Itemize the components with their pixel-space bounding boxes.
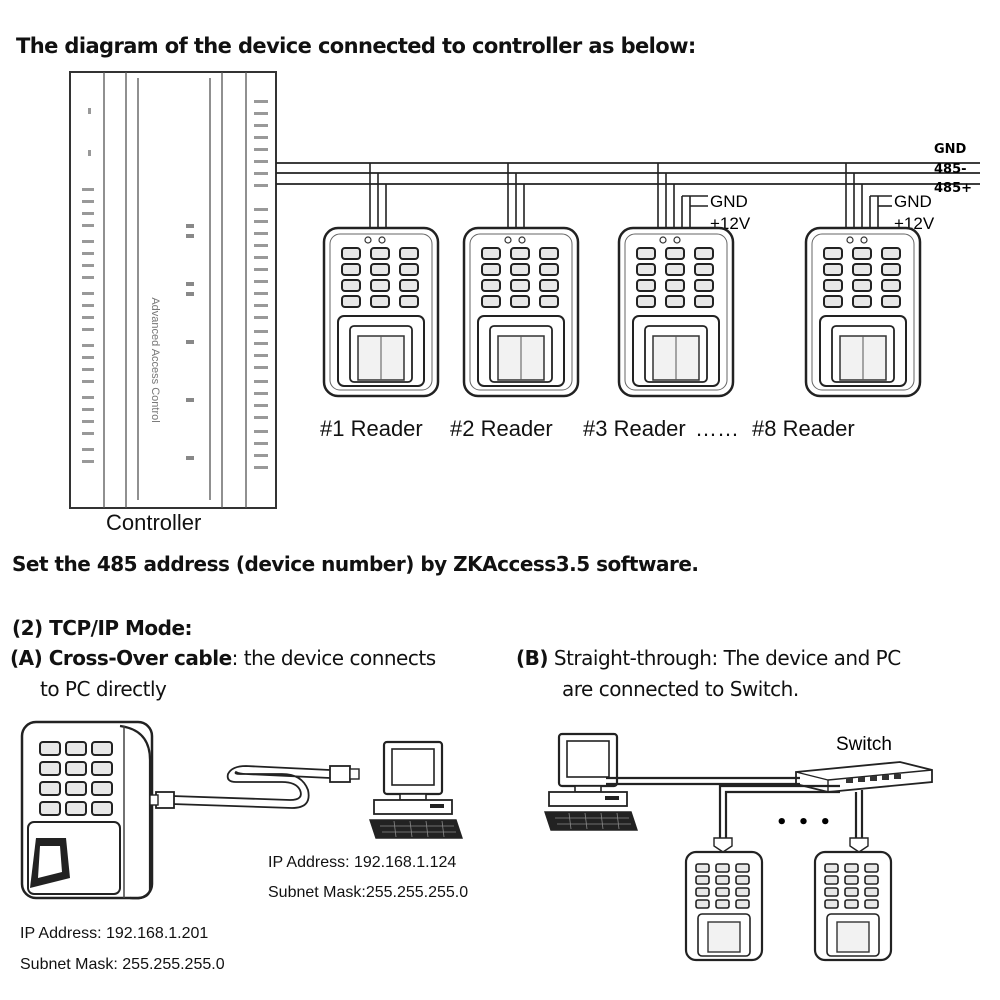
diagram-title: The diagram of the device connected to c… [16,34,696,58]
cable-connectors [713,837,869,853]
switch-reader-1 [684,850,764,962]
bus-label-485-neg: 485- [934,162,967,177]
pc-direct-icon [368,740,464,840]
reader-drop-wires [369,163,892,228]
reader-1-caption: #1 Reader [320,416,423,441]
reader-8 [804,226,922,398]
crossover-description: (A) Cross-Over cable: the device connect… [10,646,436,670]
reader-3 [617,226,735,398]
rs485-bus [276,162,980,185]
controller-side-text: Advanced Access Control [149,297,161,422]
more-devices-ellipsis: • • • [776,812,833,833]
pc-ip-address: IP Address: 192.168.1.124 [268,854,457,871]
reader-3-caption: #3 Reader [583,416,686,441]
reader-2 [462,226,580,398]
tcp-heading: (2) TCP/IP Mode: [12,616,193,640]
pc-subnet-mask: Subnet Mask:255.255.255.0 [268,884,469,901]
crossover-text-2: to PC directly [40,677,167,701]
standalone-reader [20,720,154,900]
device-subnet-mask: Subnet Mask: 255.255.255.0 [20,956,225,973]
straight-text-1: Straight-through: The device and PC [548,646,901,670]
controller-unit: Advanced Access Control [69,71,277,509]
straight-description: (B) Straight-through: The device and PC [516,646,901,670]
network-switch [795,761,933,793]
reader8-gnd-label: GND [894,192,932,211]
straight-text-2: are connected to Switch. [562,677,799,701]
controller-caption: Controller [106,510,202,535]
bus-label-gnd: GND [934,142,967,157]
crossover-label: (A) Cross-Over cable [10,646,232,670]
switch-reader-2 [813,850,893,962]
device-ip-address: IP Address: 192.168.1.201 [20,925,209,942]
switch-wiring [606,776,864,838]
crossover-cable [149,765,360,809]
straight-label: (B) [516,646,549,670]
switch-label: Switch [836,734,892,755]
rs485-address-note: Set the 485 address (device number) by Z… [12,552,699,576]
reader3-gnd-label: GND [710,192,748,211]
pc-switch-icon [543,732,639,832]
reader-8-caption: #8 Reader [752,416,855,441]
reader-2-caption: #2 Reader [450,416,553,441]
reader-1 [322,226,440,398]
reader-ellipsis: …… [695,416,739,441]
bus-label-485-pos: 485+ [934,181,972,196]
crossover-text-1: : the device connects [231,646,436,670]
